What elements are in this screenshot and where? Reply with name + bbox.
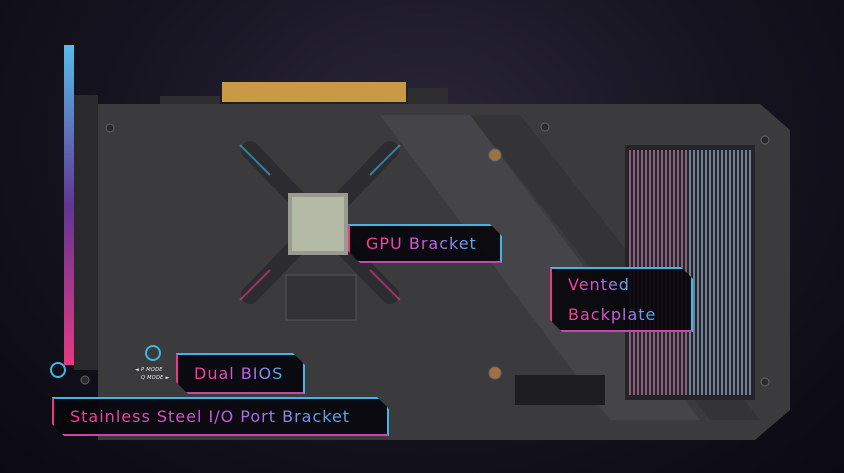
- io-bracket-callout: Stainless Steel I/O Port Bracket: [52, 397, 389, 436]
- gpu-bracket-callout: GPU Bracket: [348, 224, 502, 263]
- gpu-bracket-label: GPU Bracket: [366, 229, 477, 259]
- p-mode-label: ◄ P MODE: [135, 367, 163, 373]
- dual-bios-label: Dual BIOS: [194, 359, 283, 389]
- vented-backplate-label-line1: Vented: [568, 270, 630, 300]
- vented-backplate-label-line2: Backplate: [568, 300, 656, 330]
- dual-bios-callout: Dual BIOS: [176, 353, 305, 394]
- q-mode-label: Q MODE ►: [141, 375, 170, 381]
- io-bracket: [64, 45, 74, 365]
- vented-backplate-callout: Vented Backplate: [550, 267, 693, 332]
- io-bracket-label: Stainless Steel I/O Port Bracket: [70, 402, 350, 432]
- pcie-connector: [222, 82, 406, 102]
